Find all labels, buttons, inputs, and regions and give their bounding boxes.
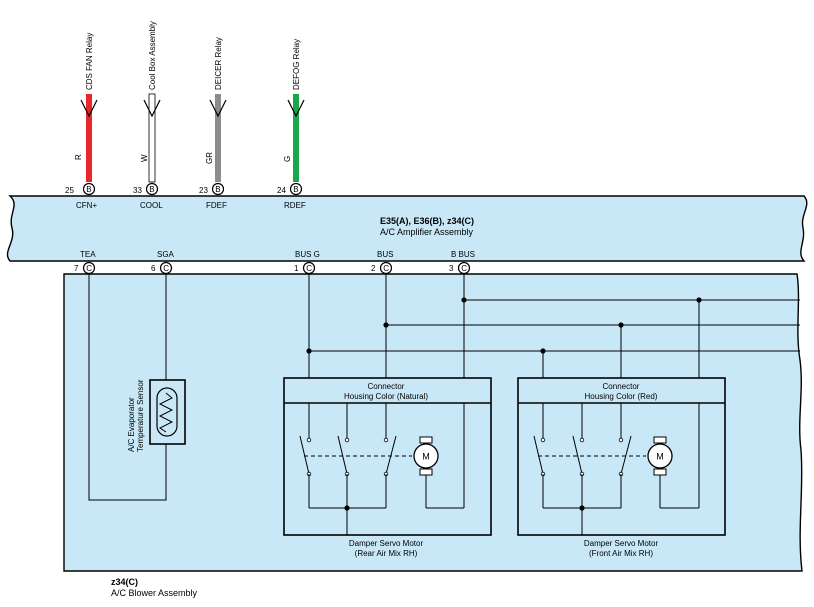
pin-circle xyxy=(379,261,393,275)
arrow-icon xyxy=(80,99,98,118)
servo-motor-front: Connector Housing Color (Red) M Damper S… xyxy=(517,377,726,558)
sensor-label-2: Temperature Sensor xyxy=(136,379,145,452)
wire-dest-label: Cool Box Assembly xyxy=(148,21,157,90)
wire-green xyxy=(293,94,299,182)
housing-color-label: Housing Color (Natural) xyxy=(344,392,428,401)
pin-number: 1 xyxy=(294,264,299,273)
bus-lines xyxy=(306,274,800,378)
pin-circle xyxy=(82,261,96,275)
wire-color-code: W xyxy=(140,154,149,162)
top-pin: 33 B COOL xyxy=(133,182,163,210)
pin-connector: C xyxy=(163,264,169,273)
pin-number: 6 xyxy=(151,264,156,273)
pin-circle xyxy=(145,182,159,196)
wire-fdef: DEICER Relay GR xyxy=(205,37,227,182)
pin-signal: CFN+ xyxy=(76,201,97,210)
motor-icon xyxy=(647,443,673,469)
wire-cool: Cool Box Assembly W xyxy=(140,21,161,183)
bottom-pin: 6 C xyxy=(151,261,173,275)
pin-number: 3 xyxy=(449,264,454,273)
pin-signal: SGA xyxy=(157,250,175,259)
pin-signal: RDEF xyxy=(284,201,306,210)
top-pin: 25 B CFN+ xyxy=(65,182,97,210)
wire-color-code: G xyxy=(283,156,292,162)
servo-motor-rear: Connector Housing Color (Natural) M Damp… xyxy=(283,377,492,558)
motor-name: Damper Servo Motor xyxy=(349,539,424,548)
pin-signal: TEA xyxy=(80,250,96,259)
pin-connector: C xyxy=(306,264,312,273)
top-pin: 23 B FDEF xyxy=(199,182,227,210)
wire-dest-label: DEFOG Relay xyxy=(292,39,301,90)
bottom-pin: 7 C xyxy=(74,261,96,275)
pin-signal: B BUS xyxy=(451,250,475,259)
bottom-pin: 1 C xyxy=(294,261,316,275)
pin-circle xyxy=(289,182,303,196)
pin-signal: BUS xyxy=(377,250,393,259)
arrow-icon xyxy=(287,99,305,118)
sensor-circuit: A/C Evaporator Temperature Sensor xyxy=(88,274,186,501)
housing-label: Connector xyxy=(368,382,405,391)
pin-connector: B xyxy=(215,185,220,194)
pin-number: 2 xyxy=(371,264,376,273)
wire-color-code: GR xyxy=(205,152,214,164)
wire-color-code: R xyxy=(74,154,83,160)
wire-gray xyxy=(215,94,221,182)
servo-motor-box xyxy=(517,377,726,536)
pin-number: 7 xyxy=(74,264,79,273)
pin-connector: C xyxy=(383,264,389,273)
motor-name: Damper Servo Motor xyxy=(584,539,659,548)
pin-connector: B xyxy=(86,185,91,194)
arrow-icon xyxy=(143,99,161,118)
pin-signal: BUS G xyxy=(295,250,320,259)
blower-connector: z34(C) xyxy=(111,577,138,587)
thermistor-icon xyxy=(156,387,178,437)
servo-motor-box xyxy=(283,377,492,536)
pin-number: 23 xyxy=(199,186,208,195)
amplifier-connectors: E35(A), E36(B), z34(C) xyxy=(380,216,474,226)
arrow-icon xyxy=(209,99,227,118)
motor-icon xyxy=(413,443,439,469)
motor-label: M xyxy=(656,452,664,462)
housing-label: Connector xyxy=(603,382,640,391)
sensor-label-1: A/C Evaporator xyxy=(127,397,136,452)
wire-dest-label: DEICER Relay xyxy=(214,37,223,90)
motor-position: (Front Air Mix RH) xyxy=(589,549,653,558)
pin-connector: C xyxy=(461,264,467,273)
pin-signal: FDEF xyxy=(206,201,227,210)
pin-number: 24 xyxy=(277,186,286,195)
pin-signal: COOL xyxy=(140,201,163,210)
top-pin: 24 B RDEF xyxy=(277,182,306,210)
pin-connector: B xyxy=(293,185,298,194)
pin-circle xyxy=(211,182,225,196)
pin-circle xyxy=(159,261,173,275)
amplifier-name: A/C Amplifier Assembly xyxy=(380,227,474,237)
bottom-pin: 3 C xyxy=(449,261,471,275)
bottom-pin: 2 C xyxy=(371,261,393,275)
pin-number: 25 xyxy=(65,186,74,195)
blower-name: A/C Blower Assembly xyxy=(111,588,198,598)
pin-connector: B xyxy=(149,185,154,194)
pin-connector: C xyxy=(86,264,92,273)
pin-circle xyxy=(82,182,96,196)
wire-rdef: DEFOG Relay G xyxy=(283,39,305,182)
motor-label: M xyxy=(422,452,430,462)
wire-dest-label: CDS FAN Relay xyxy=(85,33,94,90)
wire-cfn: CDS FAN Relay R xyxy=(74,33,98,182)
pin-circle xyxy=(302,261,316,275)
pin-number: 33 xyxy=(133,186,142,195)
wire-red xyxy=(86,94,92,182)
housing-color-label: Housing Color (Red) xyxy=(585,392,658,401)
motor-position: (Rear Air Mix RH) xyxy=(355,549,418,558)
wire-white xyxy=(148,93,156,183)
amplifier-panel xyxy=(6,195,808,262)
pin-circle xyxy=(457,261,471,275)
